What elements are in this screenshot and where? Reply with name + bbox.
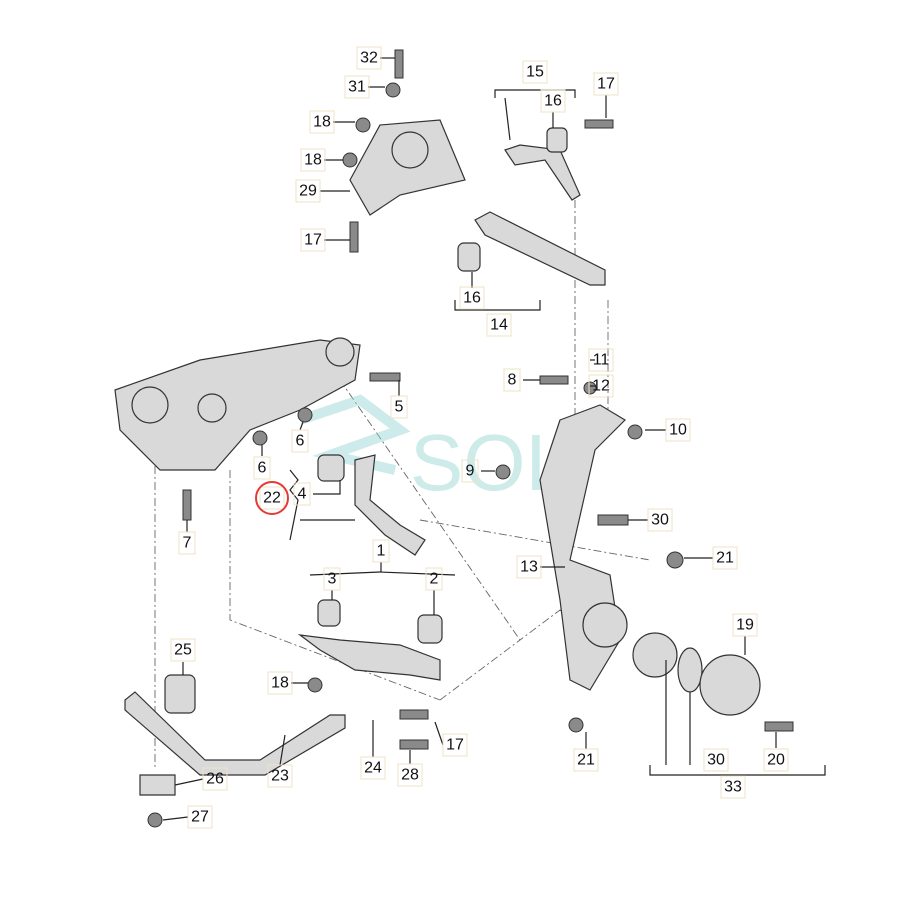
part-label-box bbox=[372, 539, 390, 563]
part-label-1: 1 bbox=[377, 543, 386, 560]
part-label-28: 28 bbox=[401, 767, 419, 784]
part-label-5: 5 bbox=[395, 399, 404, 416]
part-label-16: 16 bbox=[463, 290, 481, 307]
part-label-box bbox=[486, 313, 512, 337]
part-label-20: 20 bbox=[767, 752, 785, 769]
part-label-19: 19 bbox=[736, 617, 754, 634]
part-label-27: 27 bbox=[191, 809, 209, 826]
part-label-3: 3 bbox=[328, 571, 337, 588]
part-label-box bbox=[720, 775, 746, 799]
upper-link-15 bbox=[504, 144, 581, 201]
part-label-13: 13 bbox=[520, 559, 538, 576]
part-label-box bbox=[356, 46, 382, 70]
part-label-box bbox=[344, 75, 370, 99]
part-label-8: 8 bbox=[508, 372, 517, 389]
part-label-box bbox=[300, 228, 326, 252]
stabilizer-23 bbox=[124, 691, 346, 776]
part-label-33: 33 bbox=[724, 779, 742, 796]
parts bbox=[114, 49, 794, 828]
part-label-box bbox=[295, 179, 321, 203]
part-label-15: 15 bbox=[526, 64, 544, 81]
part-label-box bbox=[516, 555, 542, 579]
bearing bbox=[632, 632, 678, 678]
part-label-box bbox=[588, 348, 614, 372]
part-label-16: 16 bbox=[544, 93, 562, 110]
part-label-box bbox=[588, 374, 614, 398]
part-label-box bbox=[573, 748, 599, 772]
part-label-4: 4 bbox=[298, 486, 307, 503]
part-label-box bbox=[187, 805, 213, 829]
part-label-box bbox=[267, 764, 293, 788]
part-label-17: 17 bbox=[304, 232, 322, 249]
ring bbox=[677, 647, 703, 693]
part-label-18: 18 bbox=[313, 114, 331, 131]
part-label-31: 31 bbox=[348, 79, 366, 96]
part-label-box bbox=[503, 368, 521, 392]
part-label-box bbox=[397, 763, 423, 787]
part-label-box bbox=[309, 110, 335, 134]
lower-arm-2-3 bbox=[297, 634, 441, 681]
part-label-21: 21 bbox=[716, 550, 734, 567]
part-label-box bbox=[461, 459, 479, 483]
part-label-box bbox=[732, 613, 758, 637]
part-label-box bbox=[267, 671, 293, 695]
part-label-22: 22 bbox=[263, 490, 281, 507]
part-label-box bbox=[712, 546, 738, 570]
upper-link-14 bbox=[474, 211, 606, 286]
part-label-box bbox=[390, 395, 408, 419]
part-label-11: 11 bbox=[593, 352, 610, 369]
knuckle-13 bbox=[539, 404, 626, 691]
part-label-17: 17 bbox=[446, 737, 464, 754]
lower-arm-1 bbox=[354, 454, 426, 556]
part-label-26: 26 bbox=[206, 771, 224, 788]
part-label-box bbox=[293, 482, 311, 506]
part-label-30: 30 bbox=[707, 752, 725, 769]
part-label-7: 7 bbox=[183, 535, 192, 552]
part-label-24: 24 bbox=[364, 760, 382, 777]
part-label-box bbox=[323, 567, 341, 591]
part-label-box bbox=[259, 486, 285, 510]
part-label-box bbox=[647, 508, 673, 532]
part-label-box bbox=[425, 567, 443, 591]
part-label-box bbox=[763, 748, 789, 772]
part-label-box bbox=[178, 531, 196, 555]
part-label-12: 12 bbox=[592, 378, 610, 395]
highlight-circle-22 bbox=[255, 481, 289, 515]
part-label-box bbox=[703, 748, 729, 772]
part-label-18: 18 bbox=[304, 152, 322, 169]
part-label-29: 29 bbox=[299, 183, 317, 200]
part-label-23: 23 bbox=[271, 768, 289, 785]
part-label-18: 18 bbox=[271, 675, 289, 692]
part-label-box bbox=[665, 418, 691, 442]
part-label-box bbox=[202, 767, 228, 791]
part-label-6: 6 bbox=[296, 433, 305, 450]
part-label-box bbox=[522, 60, 548, 84]
part-label-14: 14 bbox=[490, 317, 508, 334]
part-label-box bbox=[170, 638, 196, 662]
part-label-box bbox=[253, 456, 271, 480]
part-label-box bbox=[360, 756, 386, 780]
part-label-box bbox=[540, 89, 566, 113]
part-label-box bbox=[593, 72, 619, 96]
part-label-9: 9 bbox=[466, 463, 475, 480]
part-label-21: 21 bbox=[577, 752, 595, 769]
part-label-30: 30 bbox=[651, 512, 669, 529]
part-label-10: 10 bbox=[669, 422, 687, 439]
part-label-32: 32 bbox=[360, 50, 378, 67]
hub-19 bbox=[699, 654, 761, 716]
leader-lines bbox=[162, 57, 826, 821]
part-label-25: 25 bbox=[174, 642, 192, 659]
part-label-2: 2 bbox=[430, 571, 439, 588]
part-label-box bbox=[442, 733, 468, 757]
part-label-17: 17 bbox=[597, 76, 615, 93]
part-label-box bbox=[291, 429, 309, 453]
part-label-6: 6 bbox=[258, 460, 267, 477]
part-label-box bbox=[459, 286, 485, 310]
part-label-box bbox=[300, 148, 326, 172]
